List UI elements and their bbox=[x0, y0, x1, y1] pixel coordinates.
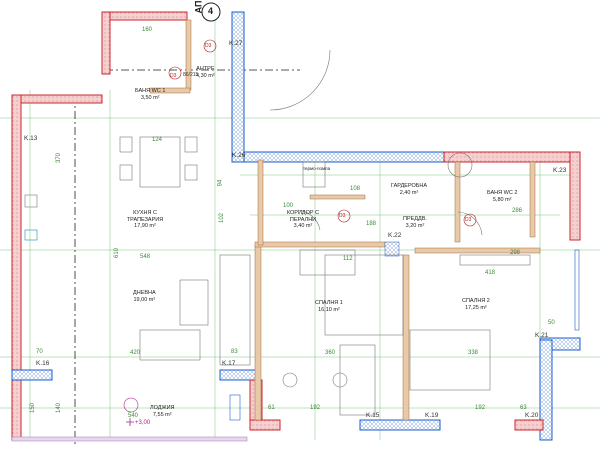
dimension-lines bbox=[0, 20, 600, 440]
dimension-label: 420 bbox=[130, 350, 141, 356]
boiler-label: термо-помпа bbox=[303, 166, 331, 171]
dimension-label: 286 bbox=[512, 208, 523, 214]
door-tag: D3 bbox=[170, 73, 177, 79]
door-tag: D3 bbox=[205, 43, 212, 49]
dimension-label: 100 bbox=[283, 203, 294, 209]
apartment-number: 4 bbox=[208, 6, 214, 16]
column-label: K.26 bbox=[232, 152, 246, 159]
dimension-label: 540 bbox=[128, 413, 139, 419]
dimension-label: 102 bbox=[219, 212, 226, 224]
elevation-mark: +3,00 bbox=[135, 420, 151, 426]
door-tag-icon bbox=[168, 66, 182, 80]
dimension-label: 70 bbox=[36, 349, 43, 355]
dimension-label: 112 bbox=[343, 256, 353, 262]
column-label: K.22 bbox=[388, 232, 402, 239]
dimension-label: 610 bbox=[114, 247, 121, 259]
door-tag: D3 bbox=[339, 213, 346, 219]
column-label: K.17 bbox=[222, 360, 236, 367]
dimension-label: 94 bbox=[217, 179, 224, 187]
dimension-label: 108 bbox=[350, 186, 361, 192]
dimension-label: 548 bbox=[140, 254, 151, 260]
door-size-label: 86/215 bbox=[183, 72, 199, 78]
dimension-label: 50 bbox=[548, 320, 555, 326]
apartment-prefix: АП bbox=[193, 0, 204, 14]
dimension-label: 61 bbox=[268, 405, 275, 411]
dimension-label: 150 bbox=[30, 402, 37, 414]
column-label: K.13 bbox=[24, 135, 38, 142]
dimension-label: 418 bbox=[485, 270, 496, 276]
room-label-hall: ПРЕДДВ.3,20 m² bbox=[403, 216, 427, 229]
door-tag: D3 bbox=[465, 217, 472, 223]
column-label: K.15 bbox=[366, 412, 380, 419]
column-label: K.23 bbox=[553, 167, 567, 174]
dimension-label: 188 bbox=[366, 221, 377, 227]
dimension-label: 124 bbox=[152, 137, 163, 143]
column-label: K.27 bbox=[229, 40, 243, 47]
dimension-label: 360 bbox=[325, 350, 336, 356]
dimension-label: 192 bbox=[475, 405, 486, 411]
column-label: K.21 bbox=[535, 332, 549, 339]
column-label: K.19 bbox=[425, 412, 439, 419]
walls bbox=[11, 11, 581, 442]
column-label: K.20 bbox=[525, 412, 539, 419]
column-label: K.16 bbox=[36, 360, 50, 367]
dimension-label: 370 bbox=[56, 152, 63, 164]
dimension-label: 298 bbox=[510, 250, 521, 256]
dimension-label: 338 bbox=[468, 350, 479, 356]
furniture bbox=[24, 49, 580, 421]
dimension-label: 160 bbox=[142, 27, 153, 33]
dimension-label: 83 bbox=[231, 349, 238, 355]
dimension-label: 63 bbox=[520, 405, 527, 411]
dimension-label: 140 bbox=[56, 402, 63, 414]
dimension-label: 192 bbox=[310, 405, 321, 411]
apartment-number-marker bbox=[201, 2, 221, 22]
interior-walls bbox=[149, 19, 541, 421]
